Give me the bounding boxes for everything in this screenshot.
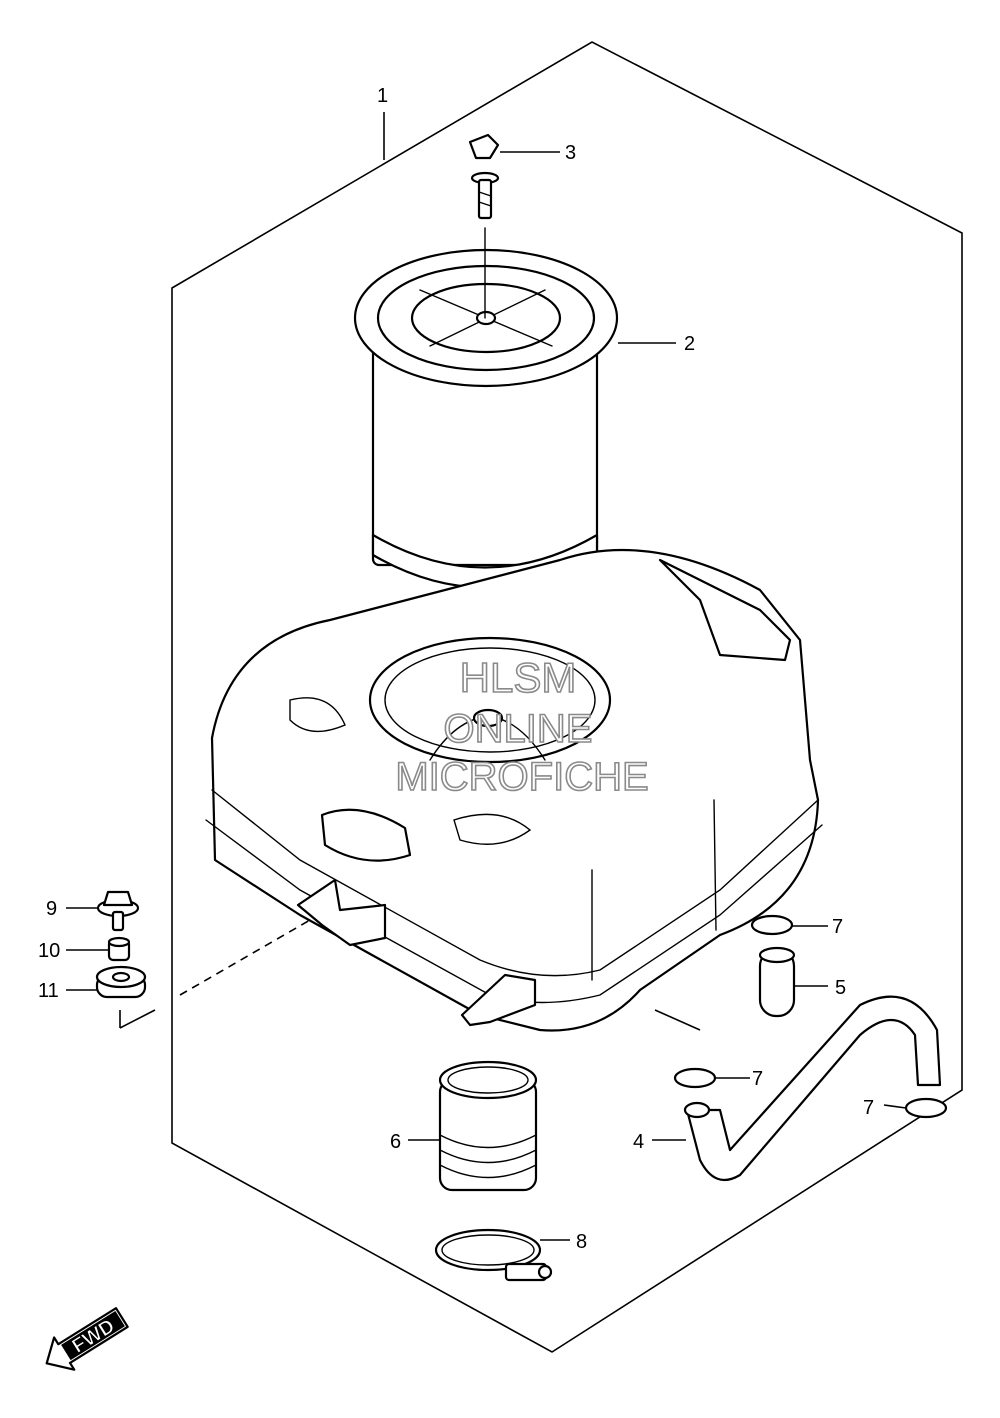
- clip-7-b: [673, 1067, 717, 1089]
- callout-6: 6: [390, 1131, 401, 1153]
- clip-7-a: [750, 914, 794, 936]
- leader-lines: [66, 112, 907, 1241]
- callout-8: 8: [576, 1231, 587, 1253]
- svg-text:ONLINE: ONLINE: [444, 707, 593, 751]
- callout-7-c: 7: [863, 1097, 874, 1119]
- wing-bolt: [468, 133, 500, 319]
- callout-3: 3: [565, 142, 576, 164]
- fwd-arrow-icon: FWD: [45, 1307, 129, 1371]
- grommet-11: [95, 965, 147, 999]
- callout-11: 11: [38, 980, 59, 1002]
- hose-clamp: [434, 1228, 553, 1282]
- clip-7-c: [904, 1097, 948, 1119]
- air-filter-element: [353, 248, 619, 589]
- callout-10: 10: [38, 940, 60, 962]
- bolt-9: [96, 890, 140, 932]
- callout-5: 5: [835, 977, 846, 999]
- callout-7-a: 7: [832, 916, 843, 938]
- hose-5: [758, 946, 796, 1018]
- hose-4: [683, 995, 942, 1182]
- assembly-outline: [171, 41, 963, 1353]
- intake-pipe: [438, 1060, 538, 1192]
- callout-7-b: 7: [752, 1068, 763, 1090]
- callout-1: 1: [377, 85, 388, 107]
- svg-text:HLSM: HLSM: [460, 654, 577, 701]
- air-cleaner-case: [205, 548, 823, 1032]
- watermark: HLSM ONLINE MICROFICHE: [395, 653, 650, 800]
- callout-9: 9: [46, 898, 57, 920]
- callout-2: 2: [684, 333, 695, 355]
- svg-text:MICROFICHE: MICROFICHE: [395, 755, 648, 799]
- collar-10: [107, 936, 131, 962]
- callout-4: 4: [633, 1131, 644, 1153]
